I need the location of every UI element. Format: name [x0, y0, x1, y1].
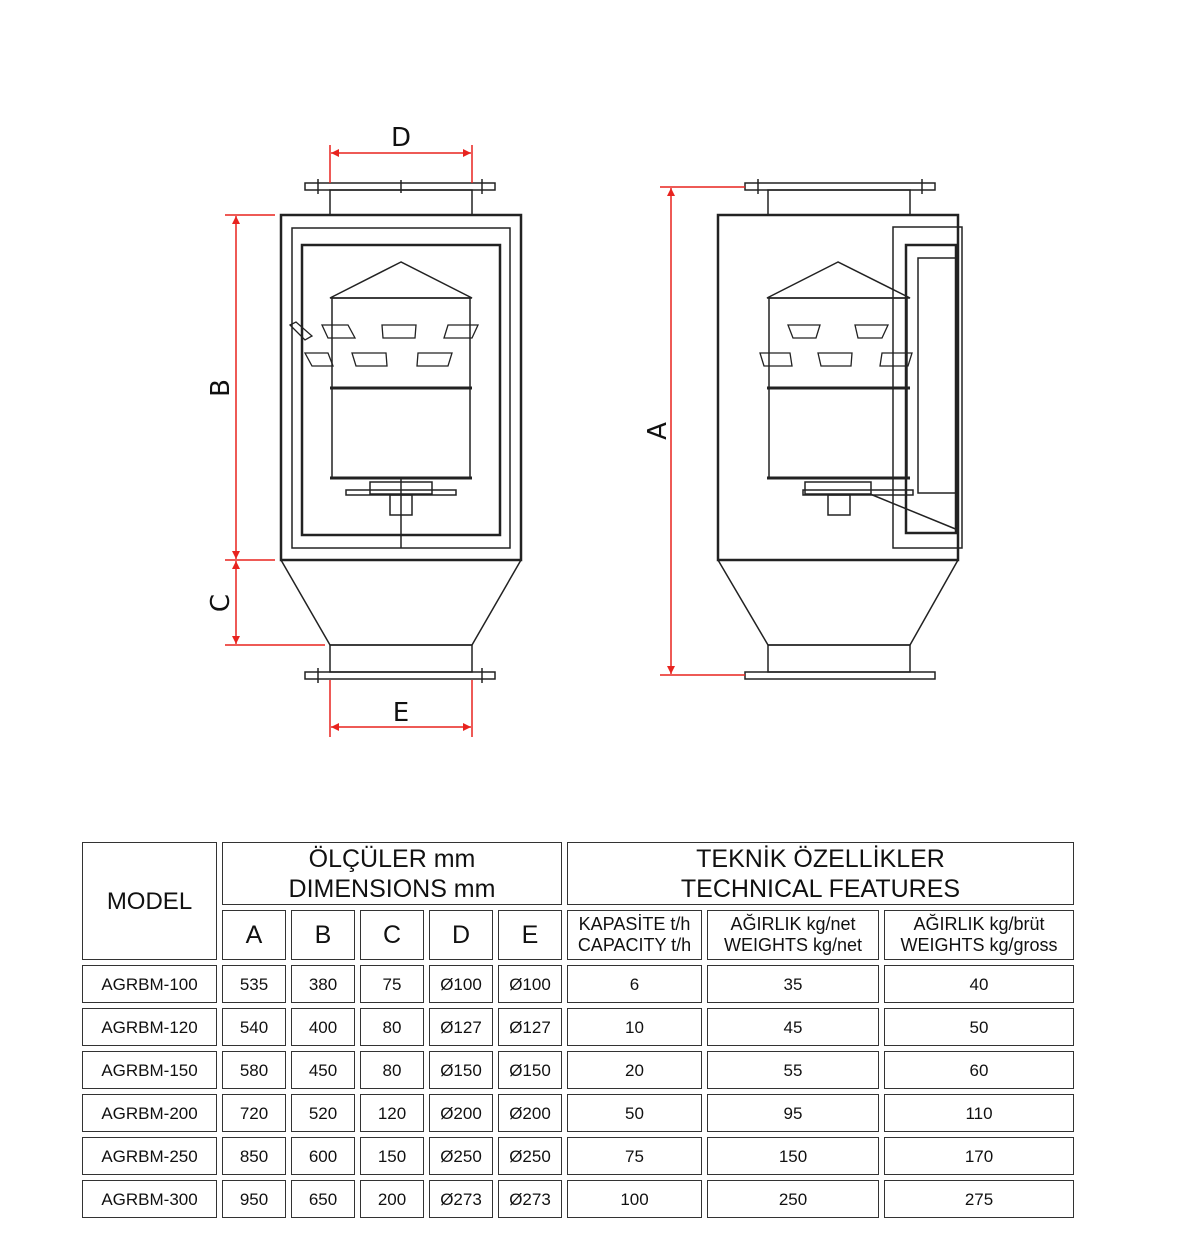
- model-cell: AGRBM-200: [82, 1094, 217, 1132]
- value-cell: 55: [707, 1051, 879, 1089]
- technical-header-en: TECHNICAL FEATURES: [680, 874, 961, 903]
- column-header-line: WEIGHTS kg/gross: [900, 935, 1058, 955]
- model-cell: AGRBM-250: [82, 1137, 217, 1175]
- value-cell: 120: [360, 1094, 424, 1132]
- value-cell: 400: [291, 1008, 355, 1046]
- value-cell: 150: [360, 1137, 424, 1175]
- value-cell: 535: [222, 965, 286, 1003]
- column-header-line: AĞIRLIK kg/brüt: [913, 914, 1045, 934]
- value-cell: Ø273: [429, 1180, 493, 1218]
- value-cell: 150: [707, 1137, 879, 1175]
- value-cell: 250: [707, 1180, 879, 1218]
- side-view: [716, 179, 963, 680]
- dimension-label-b: B: [206, 379, 236, 397]
- value-cell: 50: [884, 1008, 1074, 1046]
- value-cell: Ø150: [498, 1051, 562, 1089]
- slot-openings: [288, 321, 480, 367]
- column-header-a: A: [222, 910, 286, 960]
- column-header-line: AĞIRLIK kg/net: [730, 914, 856, 934]
- technical-drawing: D B C E A: [206, 123, 963, 737]
- model-cell: AGRBM-100: [82, 965, 217, 1003]
- dimensions-header-tr: ÖLÇÜLER mm: [308, 844, 476, 873]
- value-cell: 540: [222, 1008, 286, 1046]
- value-cell: 850: [222, 1137, 286, 1175]
- front-view: [279, 179, 523, 683]
- value-cell: Ø250: [429, 1137, 493, 1175]
- dimension-label-e: E: [393, 698, 409, 728]
- value-cell: 80: [360, 1051, 424, 1089]
- value-cell: 60: [884, 1051, 1074, 1089]
- dimension-label-d: D: [391, 123, 411, 153]
- value-cell: 520: [291, 1094, 355, 1132]
- value-cell: 100: [567, 1180, 702, 1218]
- value-cell: Ø150: [429, 1051, 493, 1089]
- column-header-d: D: [429, 910, 493, 960]
- value-cell: 20: [567, 1051, 702, 1089]
- column-header-line: WEIGHTS kg/net: [723, 935, 863, 955]
- value-cell: 6: [567, 965, 702, 1003]
- model-header: MODEL: [82, 842, 217, 960]
- model-cell: AGRBM-120: [82, 1008, 217, 1046]
- value-cell: Ø127: [429, 1008, 493, 1046]
- value-cell: 580: [222, 1051, 286, 1089]
- value-cell: Ø250: [498, 1137, 562, 1175]
- dimensions-header-en: DIMENSIONS mm: [288, 874, 496, 903]
- value-cell: 75: [567, 1137, 702, 1175]
- value-cell: 600: [291, 1137, 355, 1175]
- value-cell: 650: [291, 1180, 355, 1218]
- dimension-lines: [225, 145, 745, 737]
- value-cell: 110: [884, 1094, 1074, 1132]
- column-header-c: C: [360, 910, 424, 960]
- value-cell: 35: [707, 965, 879, 1003]
- model-cell: AGRBM-150: [82, 1051, 217, 1089]
- value-cell: Ø100: [498, 965, 562, 1003]
- value-cell: Ø200: [429, 1094, 493, 1132]
- column-header-b: B: [291, 910, 355, 960]
- value-cell: 170: [884, 1137, 1074, 1175]
- value-cell: 45: [707, 1008, 879, 1046]
- column-header-line: CAPACITY t/h: [577, 935, 692, 955]
- dimension-label-a: A: [643, 422, 673, 440]
- value-cell: 10: [567, 1008, 702, 1046]
- value-cell: 950: [222, 1180, 286, 1218]
- value-cell: Ø200: [498, 1094, 562, 1132]
- value-cell: 40: [884, 965, 1074, 1003]
- value-cell: 75: [360, 965, 424, 1003]
- model-cell: AGRBM-300: [82, 1180, 217, 1218]
- value-cell: 95: [707, 1094, 879, 1132]
- value-cell: 720: [222, 1094, 286, 1132]
- value-cell: 80: [360, 1008, 424, 1046]
- value-cell: 200: [360, 1180, 424, 1218]
- value-cell: Ø273: [498, 1180, 562, 1218]
- value-cell: 450: [291, 1051, 355, 1089]
- value-cell: 275: [884, 1180, 1074, 1218]
- dimension-label-c: C: [206, 594, 236, 612]
- value-cell: Ø100: [429, 965, 493, 1003]
- value-cell: 50: [567, 1094, 702, 1132]
- column-header-line: KAPASİTE t/h: [578, 914, 691, 934]
- technical-header-tr: TEKNİK ÖZELLİKLER: [696, 844, 945, 873]
- column-header-e: E: [498, 910, 562, 960]
- value-cell: 380: [291, 965, 355, 1003]
- value-cell: Ø127: [498, 1008, 562, 1046]
